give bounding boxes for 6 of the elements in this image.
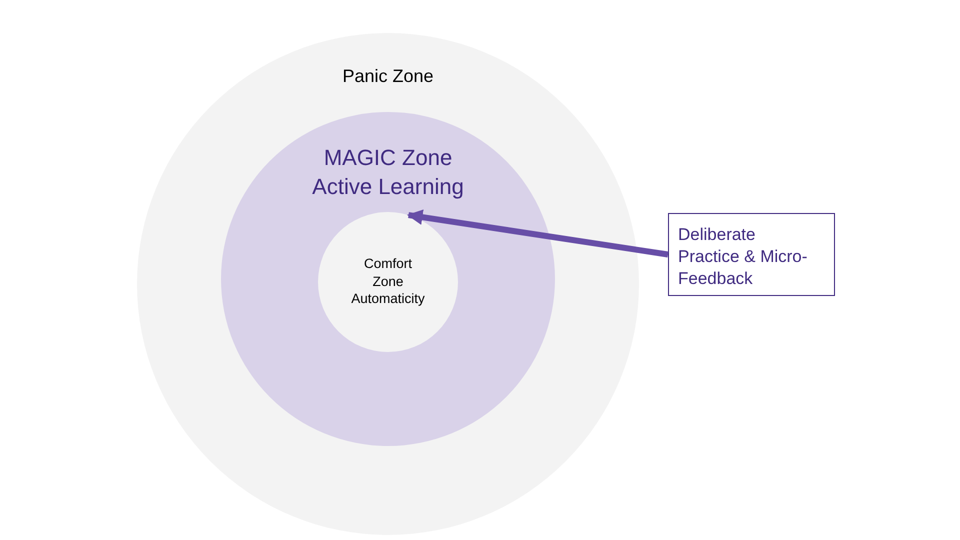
note-text: Deliberate Practice & Micro-Feedback bbox=[678, 224, 808, 290]
zone-label: Comfort Zone Automaticity bbox=[350, 255, 426, 308]
zone-label: Panic Zone bbox=[341, 66, 435, 88]
arrow bbox=[406, 209, 668, 258]
note-box bbox=[668, 213, 835, 296]
zone-label: MAGIC Zone Active Learning bbox=[311, 144, 465, 201]
